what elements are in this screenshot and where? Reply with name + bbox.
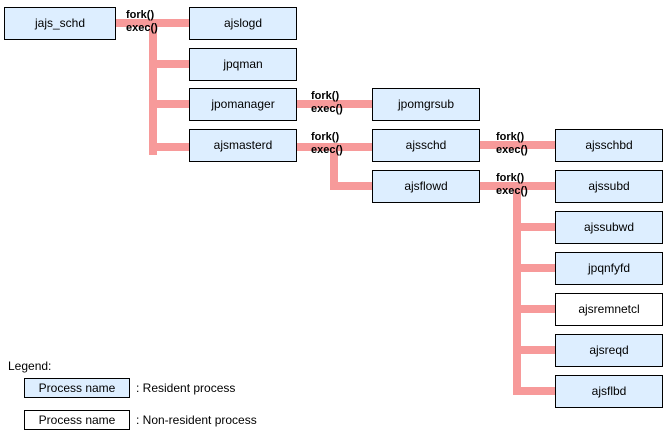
fork-exec-label: fork() exec() [126, 9, 158, 35]
exec-label: exec() [311, 144, 343, 156]
exec-label: exec() [496, 185, 528, 197]
process-ajssubwd: ajssubwd [555, 211, 663, 244]
fork-label: fork() [311, 131, 340, 143]
legend-resident-sample: Process name [24, 378, 130, 398]
process-ajslogd: ajslogd [189, 7, 297, 40]
legend-resident-text: : Resident process [136, 381, 236, 395]
legend-nonresident-text: : Non-resident process [136, 413, 257, 427]
process-jajs-schd: jajs_schd [4, 7, 116, 40]
fork-exec-label: fork() exec() [311, 90, 343, 116]
process-ajsschd: ajsschd [372, 129, 480, 162]
process-ajsschbd: ajsschbd [555, 129, 663, 162]
process-jpqman: jpqman [189, 48, 297, 81]
exec-label: exec() [311, 103, 343, 115]
fork-label: fork() [311, 90, 340, 102]
process-ajsremnetcl: ajsremnetcl [555, 293, 663, 326]
process-jpqnfyfd: jpqnfyfd [555, 252, 663, 285]
fork-exec-label: fork() exec() [496, 131, 528, 157]
fork-label: fork() [126, 9, 155, 21]
exec-label: exec() [496, 144, 528, 156]
legend-title: Legend: [8, 359, 52, 373]
process-jpomgrsub: jpomgrsub [372, 88, 480, 121]
exec-label: exec() [126, 22, 158, 34]
process-ajsflowd: ajsflowd [372, 170, 480, 203]
legend-nonresident-sample: Process name [24, 410, 130, 430]
process-ajsflbd: ajsflbd [555, 375, 663, 408]
process-ajsmasterd: ajsmasterd [189, 129, 297, 162]
process-ajssubd: ajssubd [555, 170, 663, 203]
process-ajsreqd: ajsreqd [555, 334, 663, 367]
process-jpomanager: jpomanager [189, 88, 297, 121]
fork-label: fork() [496, 172, 525, 184]
fork-exec-label: fork() exec() [496, 172, 528, 198]
fork-label: fork() [496, 131, 525, 143]
fork-exec-label: fork() exec() [311, 131, 343, 157]
